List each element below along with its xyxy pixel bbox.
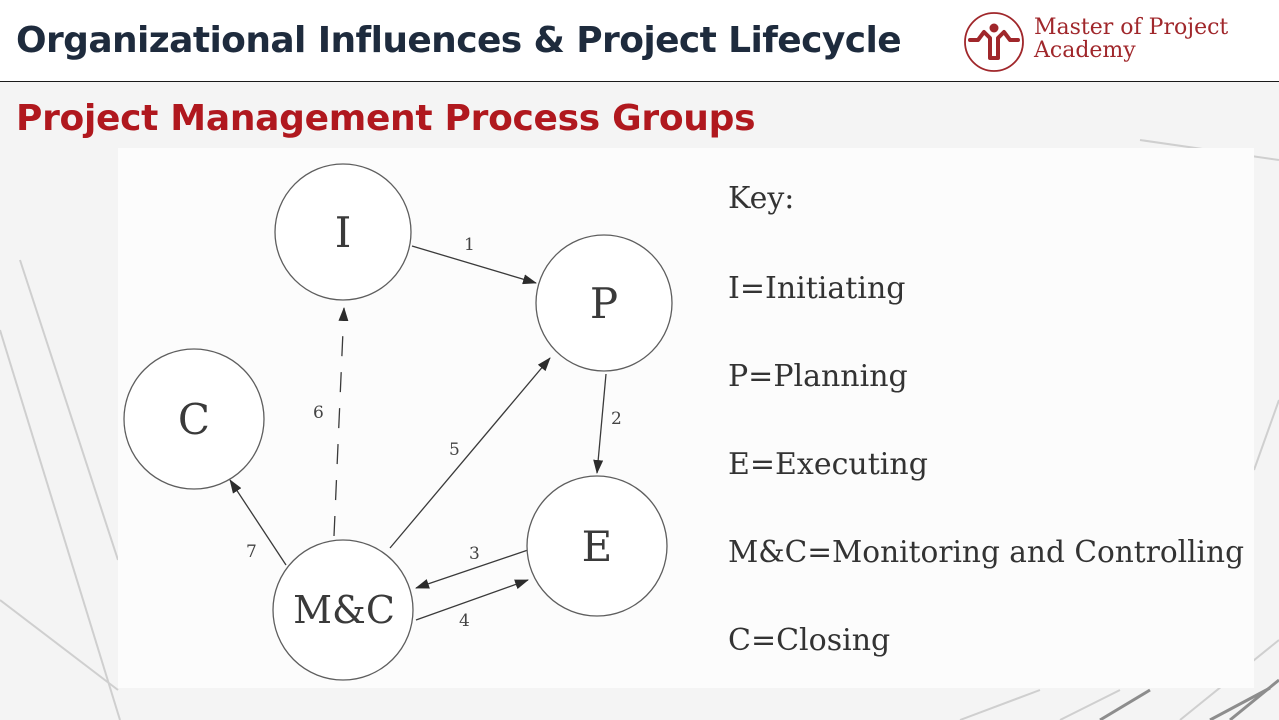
node-p-circle: [535, 234, 673, 372]
edge-2: [593, 373, 607, 474]
page-title: Organizational Influences & Project Life…: [16, 20, 902, 61]
node-e-circle: [526, 475, 668, 617]
node-i-circle: [274, 163, 412, 301]
node-e-label: E: [582, 522, 613, 571]
edge-label-5: 5: [449, 440, 460, 460]
node-p-label: P: [590, 279, 618, 328]
edge-1: [411, 245, 537, 285]
edge-5: [389, 357, 551, 549]
edge-label-4: 4: [459, 611, 470, 631]
node-c-circle: [123, 348, 265, 490]
process-groups-diagram: 1 2 3 4 5 6 7 I P C E M&C Key: I=Initiat…: [123, 163, 1244, 681]
edge-label-1: 1: [464, 235, 475, 255]
node-initiating: I: [274, 163, 412, 301]
key-item-executing: E=Executing: [728, 447, 928, 482]
slide-subtitle: Project Management Process Groups: [16, 98, 756, 139]
brand-logo: Master of Project Academy: [962, 10, 1274, 74]
key-item-initiating: I=Initiating: [728, 271, 905, 306]
logo-text: Master of Project Academy: [1034, 16, 1228, 62]
node-executing: E: [526, 475, 668, 617]
node-planning: P: [535, 234, 673, 372]
key-item-monitoring-controlling: M&C=Monitoring and Controlling: [728, 535, 1244, 570]
edge-label-3: 3: [469, 544, 480, 564]
title-bar: Organizational Influences & Project Life…: [0, 0, 1279, 82]
person-arms-raised-logo-icon: [964, 12, 1024, 72]
node-closing: C: [123, 348, 265, 490]
key-item-planning: P=Planning: [728, 359, 908, 394]
edge-label-2: 2: [611, 409, 622, 429]
diagram-panel: 1 2 3 4 5 6 7 I P C E M&C Key: I=Initiat…: [118, 148, 1254, 688]
edge-3: [415, 549, 529, 589]
node-mc-circle: [272, 539, 414, 681]
edge-label-7: 7: [246, 542, 257, 562]
node-monitoring-controlling: M&C: [272, 539, 414, 681]
node-mc-label: M&C: [293, 588, 395, 632]
key-item-closing: C=Closing: [728, 623, 890, 658]
edge-label-6: 6: [313, 403, 324, 423]
logo-line-1: Master of Project: [1034, 15, 1229, 40]
edge-4: [415, 579, 529, 621]
node-i-label: I: [335, 208, 352, 257]
edge-6: [333, 307, 349, 537]
edge-7: [229, 479, 287, 566]
logo-line-2: Academy: [1034, 38, 1136, 63]
key-heading: Key:: [728, 181, 794, 216]
node-c-label: C: [178, 395, 210, 444]
